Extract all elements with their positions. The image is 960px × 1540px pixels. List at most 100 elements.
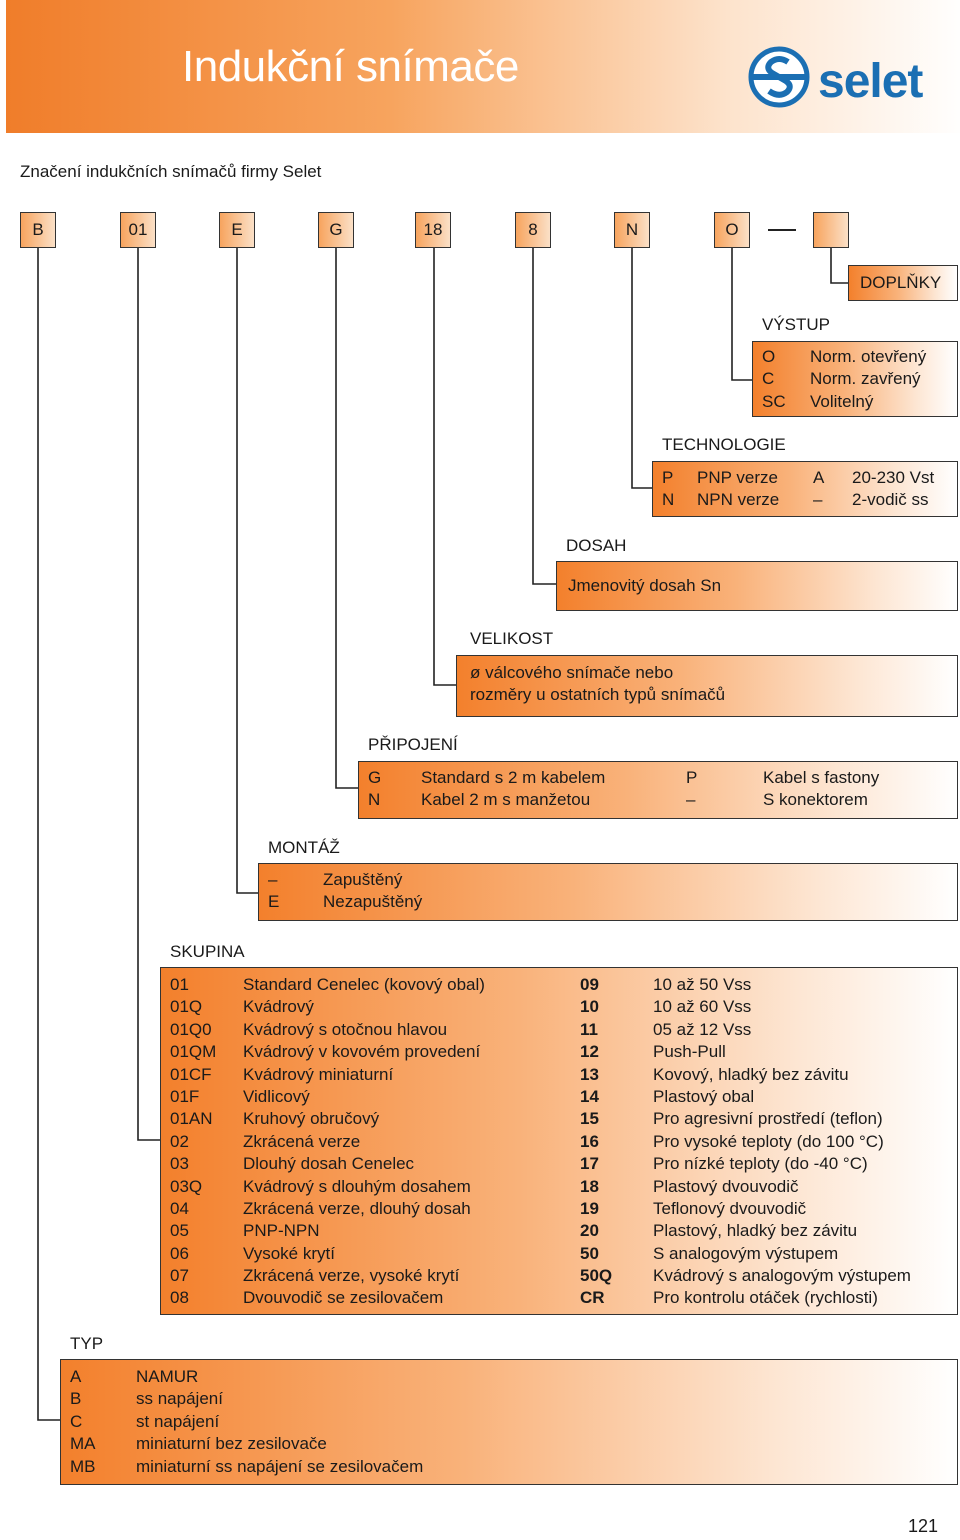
- item-description: S analogovým výstupem: [653, 1243, 839, 1263]
- tech-desc: 20-230 Vst: [852, 468, 935, 487]
- item-description: Pro vysoké teploty (do 100 °C): [653, 1131, 884, 1151]
- code-box: E: [219, 212, 255, 248]
- pripojeni-code: G: [368, 768, 382, 787]
- item-description: Plastový obal: [653, 1086, 755, 1106]
- item-description: Kruhový obručový: [243, 1109, 380, 1129]
- velikost-box: [456, 655, 958, 717]
- item-code: A: [70, 1367, 82, 1386]
- item-description: Kvádrový miniaturní: [243, 1064, 394, 1084]
- item-code: 14: [580, 1086, 599, 1106]
- item-code: 04: [170, 1198, 189, 1218]
- typ-box: [60, 1359, 958, 1485]
- item-code: 11: [580, 1019, 598, 1039]
- code-box: 18: [415, 212, 451, 248]
- brand-name: selet: [818, 55, 923, 108]
- item-code: 20: [580, 1221, 599, 1241]
- pripojeni-desc: Standard s 2 m kabelem: [421, 768, 606, 787]
- item-description: Zkrácená verze, dlouhý dosah: [243, 1198, 471, 1218]
- list-item: 16 Pro vysoké teploty (do 100 °C): [580, 1131, 950, 1153]
- item-description: Push-Pull: [653, 1042, 726, 1062]
- list-item: 03Q Kvádrový s dlouhým dosahem: [170, 1176, 570, 1198]
- item-description: Kvádrový s otočnou hlavou: [243, 1019, 448, 1039]
- item-code: 03: [170, 1154, 189, 1174]
- item-code: 09: [580, 975, 599, 994]
- item-description: Zkrácená verze: [243, 1131, 361, 1151]
- item-code: B: [70, 1389, 82, 1409]
- item-description: Kvádrový v kovovém provedení: [243, 1042, 481, 1062]
- montaz-code: –: [268, 870, 278, 889]
- item-description: 10 až 60 Vss: [653, 997, 752, 1017]
- item-code: 08: [170, 1288, 189, 1308]
- list-item: 50 S analogovým výstupem: [580, 1243, 950, 1265]
- code-box: G: [318, 212, 354, 248]
- montaz-code: E: [268, 892, 280, 911]
- selet-logo-icon: [748, 46, 810, 108]
- vystup-desc: Volitelný: [810, 392, 874, 411]
- item-code: 12: [580, 1042, 599, 1062]
- list-item: 17 Pro nízké teploty (do -40 °C): [580, 1153, 950, 1175]
- montaz-box: [258, 863, 958, 921]
- item-description: Pro nízké teploty (do -40 °C): [653, 1154, 868, 1174]
- item-description: Dvouvodič se zesilovačem: [243, 1288, 444, 1308]
- item-description: Vysoké krytí: [243, 1243, 335, 1263]
- item-code: 01: [170, 975, 189, 994]
- item-code: 16: [580, 1131, 599, 1151]
- item-code: 17: [580, 1154, 599, 1174]
- typ-title: TYP: [70, 1334, 104, 1353]
- item-description: 05 až 12 Vss: [653, 1019, 752, 1039]
- velikost-line2: rozměry u ostatních typů snímačů: [470, 685, 726, 704]
- item-code: 01CF: [170, 1064, 212, 1084]
- page-title: Indukční snímače: [182, 42, 519, 91]
- dosah-box: [556, 561, 958, 611]
- item-code: 19: [580, 1198, 599, 1218]
- vystup-code: SC: [762, 392, 786, 411]
- item-description: Pro kontrolu otáček (rychlosti): [653, 1288, 878, 1308]
- item-description: NAMUR: [136, 1367, 199, 1386]
- item-description: st napájení: [136, 1411, 220, 1431]
- item-description: Kovový, hladký bez závitu: [653, 1064, 849, 1084]
- item-code: 02: [170, 1131, 189, 1151]
- montaz-desc: Nezapuštěný: [323, 892, 423, 911]
- item-description: Pro agresivní prostředí (teflon): [653, 1109, 883, 1129]
- item-description: Kvádrový s analogovým výstupem: [653, 1266, 911, 1286]
- item-code: 01Q0: [170, 1019, 212, 1039]
- skupina-box: [160, 967, 958, 1315]
- item-description: Kvádrový s dlouhým dosahem: [243, 1176, 471, 1196]
- item-code: 01F: [170, 1086, 200, 1106]
- list-item: 10 10 až 60 Vss: [580, 996, 950, 1018]
- item-code: 01AN: [170, 1109, 213, 1129]
- doplnky-box: [848, 265, 958, 301]
- technologie-box: [652, 461, 958, 517]
- item-code: 50: [580, 1243, 599, 1263]
- vystup-code: C: [762, 369, 775, 388]
- item-code: 10: [580, 997, 599, 1017]
- pripojeni-desc: S konektorem: [763, 790, 868, 809]
- list-item: 01AN Kruhový obručový: [170, 1108, 570, 1130]
- pripojeni-desc: Kabel 2 m s manžetou: [421, 790, 591, 809]
- item-description: Plastový dvouvodič: [653, 1176, 799, 1196]
- item-code: 03Q: [170, 1176, 203, 1196]
- pripojeni-desc: Kabel s fastony: [763, 768, 880, 787]
- dosah-text: Jmenovitý dosah Sn: [568, 576, 722, 595]
- item-code: 15: [580, 1109, 599, 1129]
- vystup-code: O: [762, 347, 776, 366]
- item-code: C: [70, 1411, 83, 1431]
- item-description: miniaturní ss napájení se zesilovačem: [136, 1456, 424, 1476]
- code-box: [813, 212, 849, 248]
- list-item: 01CF Kvádrový miniaturní: [170, 1064, 570, 1086]
- code-box: O: [714, 212, 750, 248]
- item-description: Zkrácená verze, vysoké krytí: [243, 1266, 460, 1286]
